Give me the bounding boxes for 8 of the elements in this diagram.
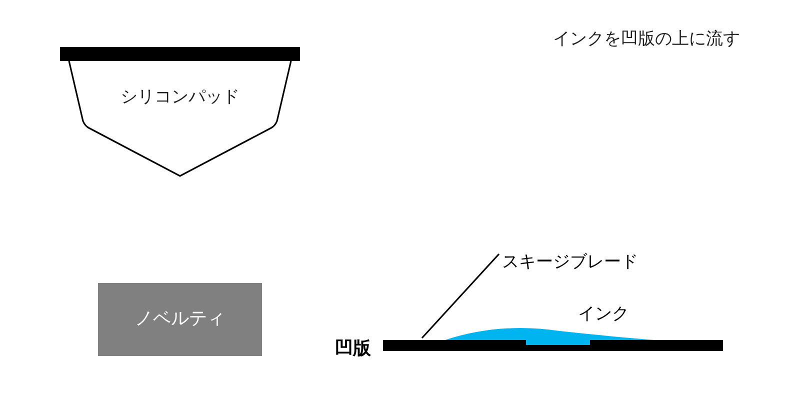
node-label: ノベルティ [135, 308, 225, 330]
part-label: インク [578, 304, 629, 324]
node-label: シリコンパッド [120, 87, 240, 108]
novelty-block [98, 283, 262, 356]
title: インクを凹版の上に流す [553, 29, 740, 50]
silicone-pad [60, 47, 300, 178]
part-label: スキージブレード [502, 252, 638, 272]
part-label: 凹版 [335, 338, 371, 360]
